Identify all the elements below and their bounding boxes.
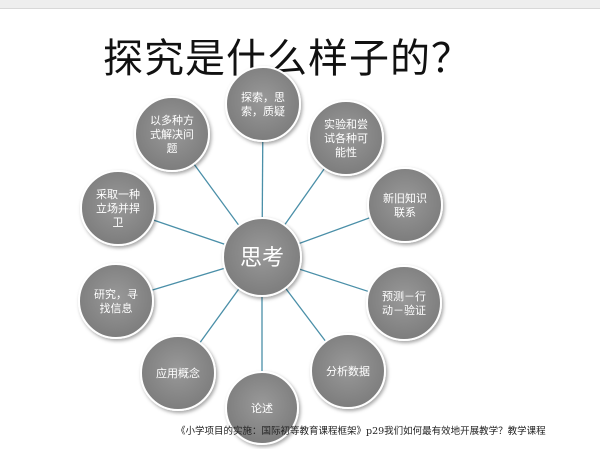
- node-label-line: 题: [167, 142, 178, 155]
- node-circle: [80, 170, 156, 246]
- node-circle: [140, 335, 216, 411]
- center-node: 思考: [222, 217, 302, 297]
- node-label-line: 以多种方: [150, 113, 194, 127]
- node-label-line: 索，质疑: [241, 104, 285, 118]
- node-5: 论述: [225, 371, 299, 445]
- slide-title: 探究是什么样子的？: [103, 36, 472, 82]
- node-circle: [134, 96, 210, 172]
- node-4: 分析数据: [310, 333, 386, 409]
- node-label-line: 试各种可: [324, 131, 368, 145]
- center-label: 思考: [240, 246, 284, 271]
- node-circle: [367, 167, 443, 243]
- source-caption: 《小学项目的实施：国际初等教育课程框架》p29我们如何最有效地开展教学？教学课程: [176, 426, 546, 437]
- node-circle: [308, 100, 384, 176]
- node-label-line: 应用概念: [156, 366, 200, 380]
- node-circle: [225, 371, 299, 445]
- node-label-line: 式解决问: [150, 127, 194, 141]
- center-circle: [222, 217, 302, 297]
- node-label-line: 找信息: [100, 301, 133, 315]
- node-circle: [225, 66, 301, 142]
- nodes: 探索，思索，质疑实验和尝试各种可能性新旧知识联系预测－行动－验证分析数据论述应用…: [78, 66, 443, 445]
- node-label-line: 实验和尝: [324, 117, 368, 131]
- node-label-line: 论述: [251, 401, 273, 415]
- node-label-line: 探索，思: [241, 90, 285, 104]
- node-label-line: 分析数据: [326, 364, 370, 378]
- node-6: 应用概念: [140, 335, 216, 411]
- node-label-line: 研究，寻: [94, 287, 138, 301]
- node-circle: [310, 333, 386, 409]
- node-circle: [366, 265, 442, 341]
- node-0: 探索，思索，质疑: [225, 66, 301, 142]
- node-label-line: 联系: [394, 206, 416, 219]
- node-label-line: 新旧知识: [383, 191, 427, 205]
- node-label-line: 立场并捍: [96, 201, 140, 215]
- node-label-line: 卫: [113, 216, 124, 229]
- node-label-line: 预测－行: [382, 290, 426, 303]
- node-label-line: 采取一种: [96, 187, 140, 201]
- node-3: 预测－行动－验证: [366, 265, 442, 341]
- top-bar: [0, 0, 600, 9]
- node-circle: [78, 263, 154, 339]
- node-label-line: 动－验证: [382, 303, 426, 317]
- node-label-line: 能性: [335, 145, 357, 159]
